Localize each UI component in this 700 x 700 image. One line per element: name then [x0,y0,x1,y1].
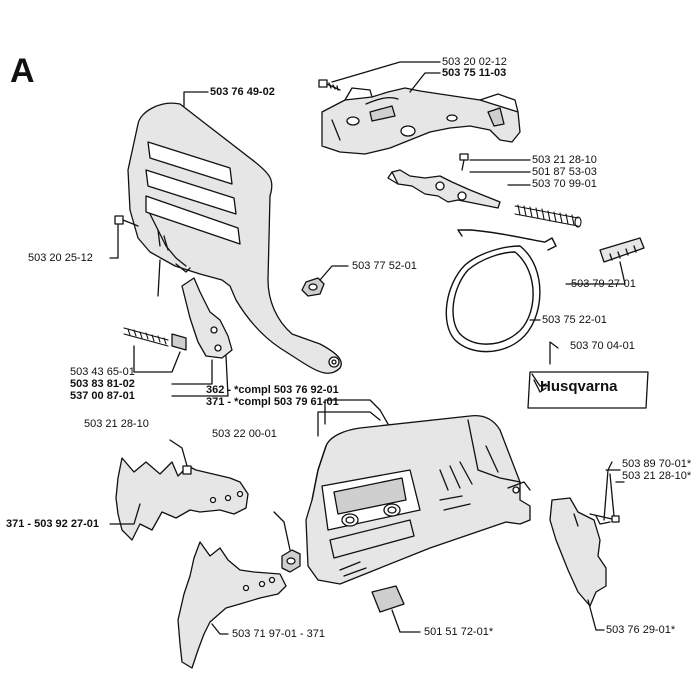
part-number-label: 503 79 27-01 [571,278,636,290]
part-number-label: 503 20 25-12 [28,252,93,264]
lever-arm-drawing [181,277,233,359]
section-letter: A [10,52,35,90]
part-number-label: 503 83 81-02 [70,378,135,390]
part-number-label: 503 43 65-01 [70,366,135,378]
brake-band-drawing [445,229,557,353]
hand-guard-drawing [127,102,342,374]
part-number-label: 503 75 11-03 [442,67,507,79]
deflector-plate-drawing [549,497,607,607]
nut-drawing [301,265,349,297]
husqvarna-logo: Husqvarna [540,378,618,395]
brake-lever-drawing [387,153,501,209]
spring-drawing [514,204,582,228]
bumper-spike-drawing [115,457,249,541]
part-number-label: 503 89 70-01* [622,458,692,470]
part-number-label: 371 - *compl 503 79 61-01 [206,396,339,408]
cover-plate-drawing [371,585,421,633]
part-number-label: 503 77 52-01 [352,260,417,272]
part-number-label: 362 - *compl 503 76 92-01 [206,384,339,396]
part-number-label: 503 21 28-10 [84,418,149,430]
part-number-label: 501 51 72-01* [424,626,494,638]
part-number-label: 503 71 97-01 - 371 [232,628,325,640]
screw-drawing [169,439,192,475]
part-number-label: 503 20 02-12 [442,56,507,68]
screw-drawing [318,79,341,91]
part-number-label: 503 21 28-10* [622,470,692,482]
part-number-label: 503 76 29-01* [606,624,676,636]
nut-drawing [273,511,301,573]
part-number-label: 503 21 28-10 [532,154,597,166]
decal-drawing [527,341,649,409]
clutch-cover-drawing [305,414,531,585]
screw-drawing [589,461,620,525]
bumper-spike-drawing [177,541,287,669]
part-number-label: 503 22 00-01 [212,428,277,440]
part-number-label: 503 70 99-01 [532,178,597,190]
part-number-label: 501 87 53-03 [532,166,597,178]
part-number-label: 371 - 503 92 27-01 [6,518,99,530]
part-number-label: 503 76 49-02 [210,86,275,98]
bar-guide-drawing [599,237,645,263]
spring-drawing [123,327,169,347]
part-number-label: 537 00 87-01 [70,390,135,402]
part-number-label: 503 70 04-01 [570,340,635,352]
part-number-label: 503 75 22-01 [542,314,607,326]
sleeve-drawing [171,333,187,351]
screw-drawing [109,215,139,259]
bracket-assembly-drawing [321,87,521,155]
